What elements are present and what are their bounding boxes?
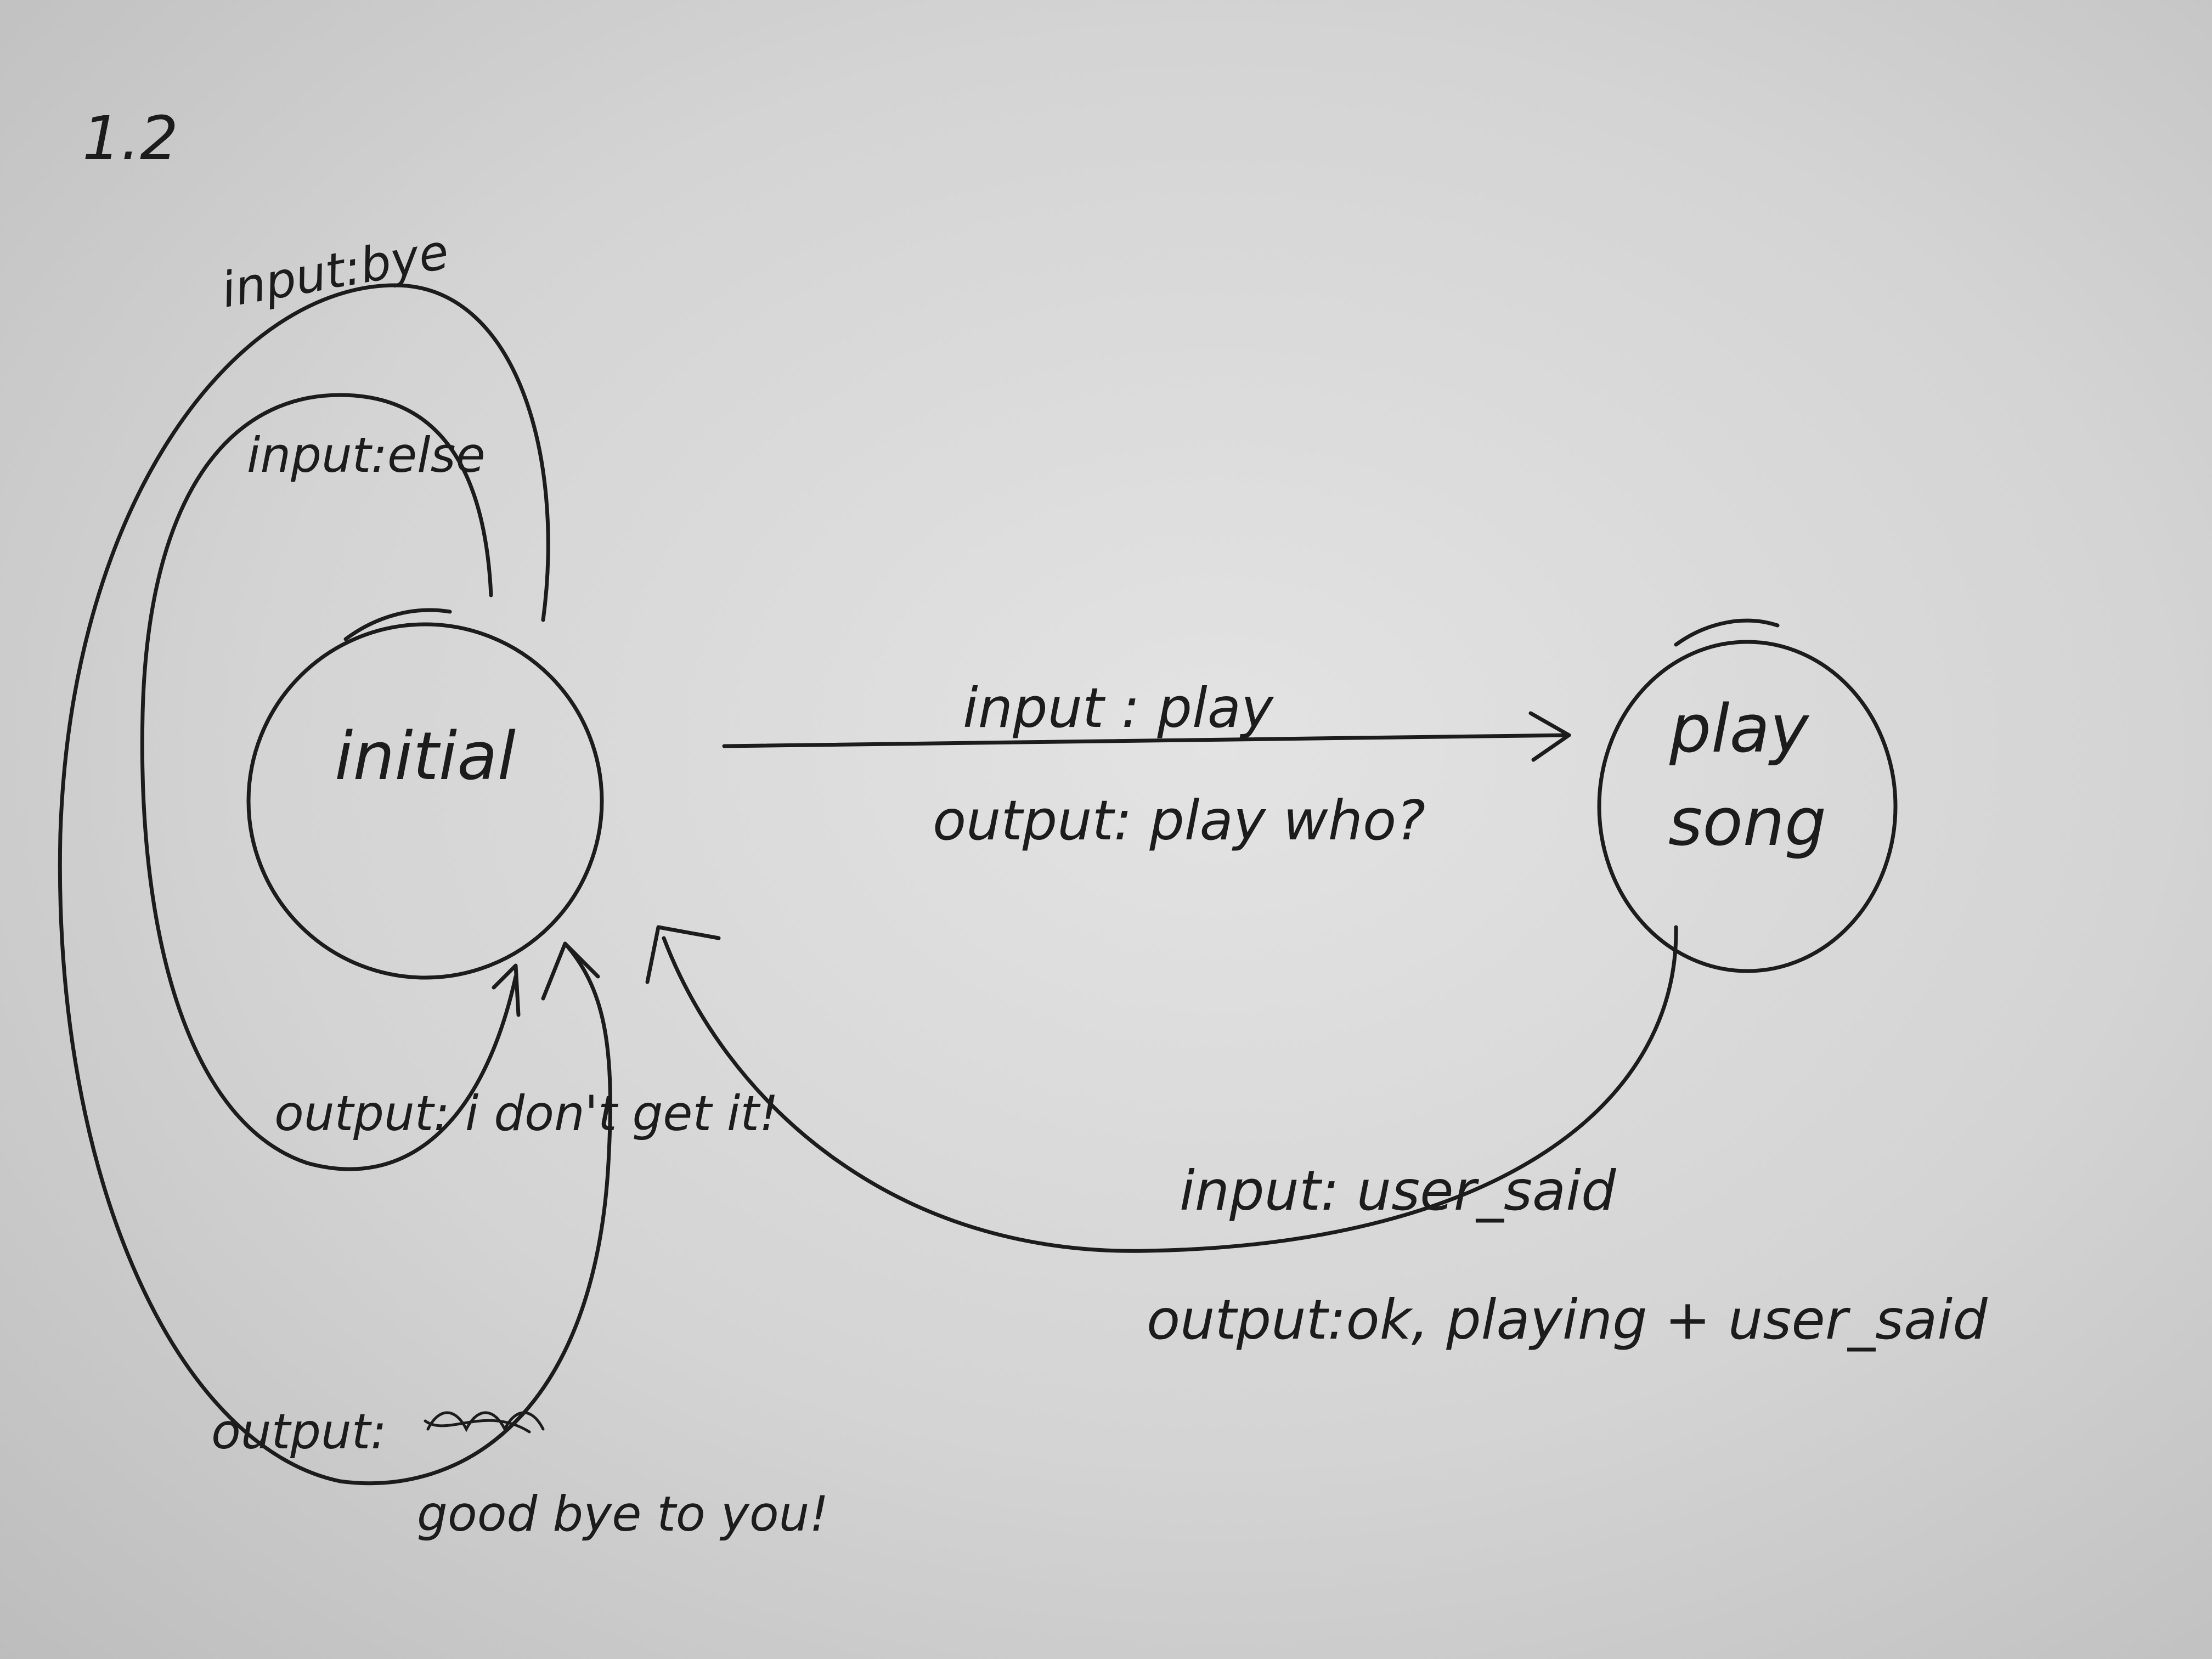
transition-play-line — [722, 733, 1571, 748]
transition-else-output: output: i don't get it! — [274, 1085, 778, 1142]
transition-bye-output-message: good bye to you! — [417, 1486, 829, 1542]
transition-user-said: input: user_said output:ok, playing + us… — [645, 925, 1988, 1352]
state-initial: initial — [246, 608, 604, 980]
transition-bye-arrowhead — [541, 941, 600, 1001]
transition-play-output: output: play who? — [933, 788, 1425, 853]
state-play-song-label-line2: song — [1668, 785, 1826, 861]
transition-bye: input:bye output: good bye to you! — [58, 223, 829, 1542]
transition-else-input: input:else — [247, 427, 486, 483]
state-initial-circle — [246, 622, 604, 980]
transition-user-said-arrowhead — [645, 925, 721, 984]
state-initial-label: initial — [335, 719, 516, 795]
transition-play-arrowhead — [1528, 711, 1571, 762]
transition-play-input: input : play — [963, 676, 1274, 740]
state-initial-tick — [343, 608, 452, 641]
transition-else-arrowhead — [492, 963, 521, 1017]
transition-user-said-curve — [662, 925, 1678, 1253]
state-play-song-circle — [1597, 640, 1898, 973]
state-play-song-label-line1: play — [1669, 691, 1810, 768]
transition-bye-output: output: — [211, 1403, 387, 1460]
page-number: 1.2 — [82, 103, 178, 173]
state-play-song: play song — [1597, 618, 1898, 973]
transition-bye-input: input:bye — [217, 223, 453, 319]
transition-bye-scribble — [424, 1411, 545, 1434]
transition-user-said-input: input: user_said — [1180, 1159, 1616, 1223]
transition-else: input:else output: i don't get it! — [140, 393, 778, 1171]
state-play-song-tick — [1674, 618, 1780, 647]
transition-else-loop — [140, 393, 518, 1171]
transition-bye-loop — [58, 283, 612, 1486]
transition-play: input : play output: play who? — [722, 676, 1571, 853]
transition-user-said-output: output:ok, playing + user_said — [1147, 1288, 1988, 1352]
